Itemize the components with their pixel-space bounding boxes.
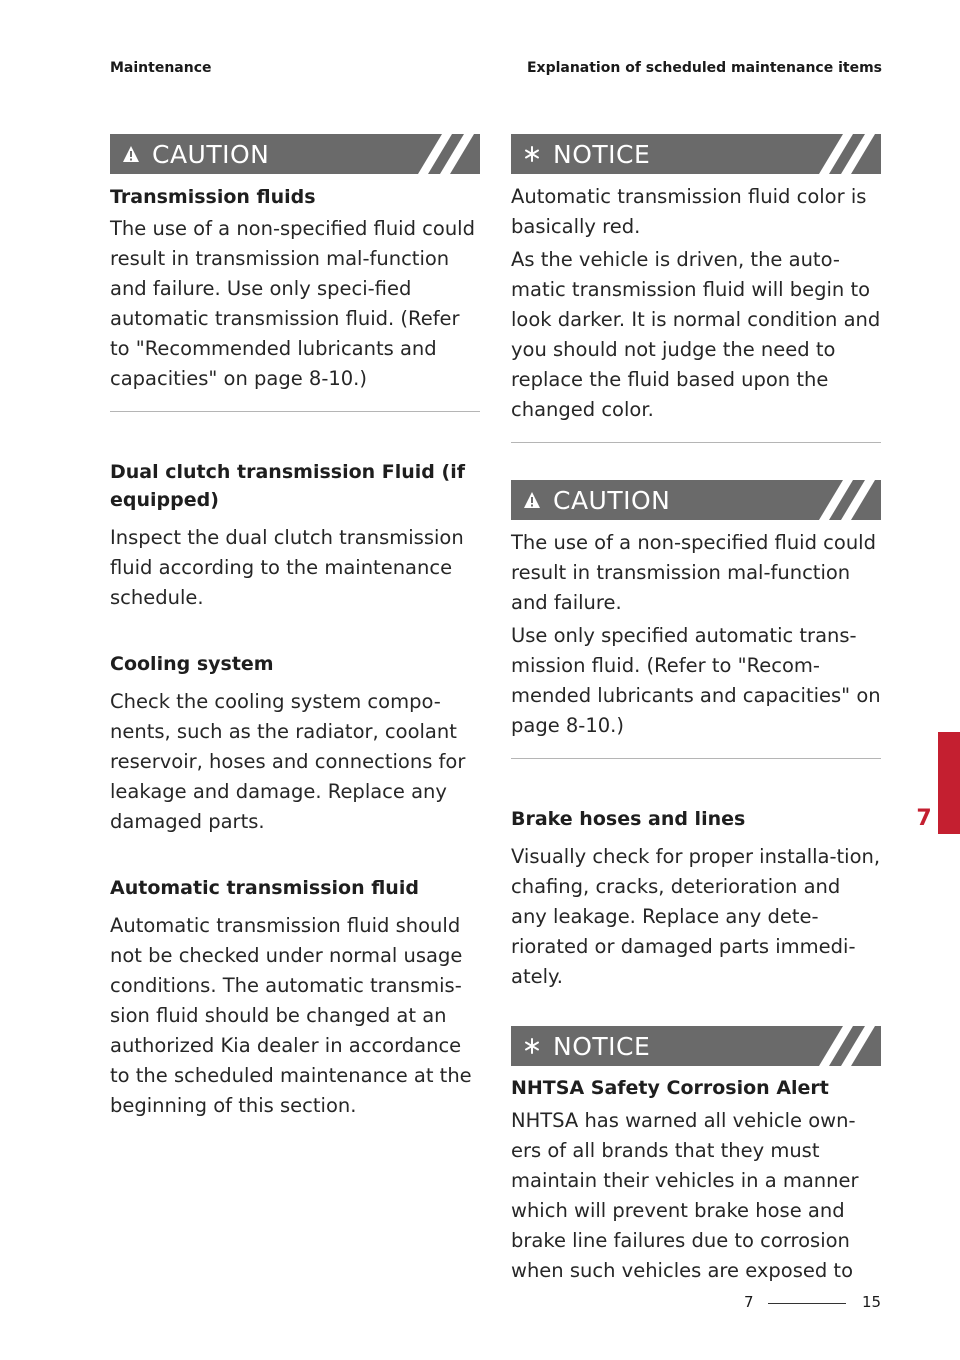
caution2-paragraph-2: Use only specified automatic trans-missi…	[511, 624, 881, 737]
section-title-brake: Brake hoses and lines	[511, 808, 746, 830]
section-body-cooling: Check the cooling system compo-nents, su…	[110, 690, 466, 833]
chapter-tab	[938, 732, 960, 834]
section-title-cooling: Cooling system	[110, 653, 274, 675]
section-title-dual-clutch: Dual clutch transmission Fluid (if equip…	[110, 461, 465, 511]
caution-label-2: CAUTION	[553, 485, 671, 515]
warning-triangle-icon	[123, 146, 139, 162]
left-column: CAUTION Transmission fluids The use of a…	[110, 134, 480, 1121]
asterisk-icon	[525, 146, 539, 162]
banner-stripes-decoration	[418, 134, 474, 174]
chapter-tab-number: 7	[916, 806, 932, 831]
notice2-title: NHTSA Safety Corrosion Alert	[511, 1077, 829, 1099]
banner-stripes-decoration	[819, 1026, 875, 1066]
right-column: NOTICE Automatic transmission fluid colo…	[511, 134, 881, 1286]
notice-banner-1: NOTICE	[511, 134, 881, 174]
caution-banner-2: CAUTION	[511, 480, 881, 520]
notice1-paragraph-2: As the vehicle is driven, the auto-matic…	[511, 248, 881, 421]
running-header-section: Maintenance	[110, 60, 212, 76]
banner-stripes-decoration	[819, 134, 875, 174]
divider	[511, 442, 881, 443]
footer-divider	[768, 1303, 846, 1304]
page-footer: 7 15	[0, 1293, 960, 1313]
footer-page-number: 15	[862, 1293, 882, 1311]
divider	[110, 411, 480, 412]
caution2-paragraph-1: The use of a non-specified fluid could r…	[511, 531, 876, 614]
caution-body: The use of a non-specified fluid could r…	[110, 217, 475, 390]
divider	[511, 758, 881, 759]
warning-triangle-icon	[524, 492, 540, 508]
notice2-body: NHTSA has warned all vehicle own-ers of …	[511, 1109, 859, 1282]
banner-stripes-decoration	[819, 480, 875, 520]
caution-title: Transmission fluids	[110, 186, 316, 208]
notice-label-1: NOTICE	[553, 139, 651, 169]
footer-chapter-number: 7	[744, 1293, 754, 1311]
notice-label-2: NOTICE	[553, 1031, 651, 1061]
notice1-paragraph-1: Automatic transmission fluid color is ba…	[511, 185, 867, 238]
asterisk-icon	[525, 1038, 539, 1054]
section-body-dual-clutch: Inspect the dual clutch transmission flu…	[110, 526, 464, 609]
notice-banner-2: NOTICE	[511, 1026, 881, 1066]
section-title-atf: Automatic transmission fluid	[110, 877, 419, 899]
caution-label: CAUTION	[152, 139, 270, 169]
running-header-title: Explanation of scheduled maintenance ite…	[526, 60, 882, 76]
section-body-atf: Automatic transmission fluid should not …	[110, 914, 472, 1117]
caution-banner: CAUTION	[110, 134, 480, 174]
section-body-brake: Visually check for proper installa-tion,…	[511, 845, 881, 988]
